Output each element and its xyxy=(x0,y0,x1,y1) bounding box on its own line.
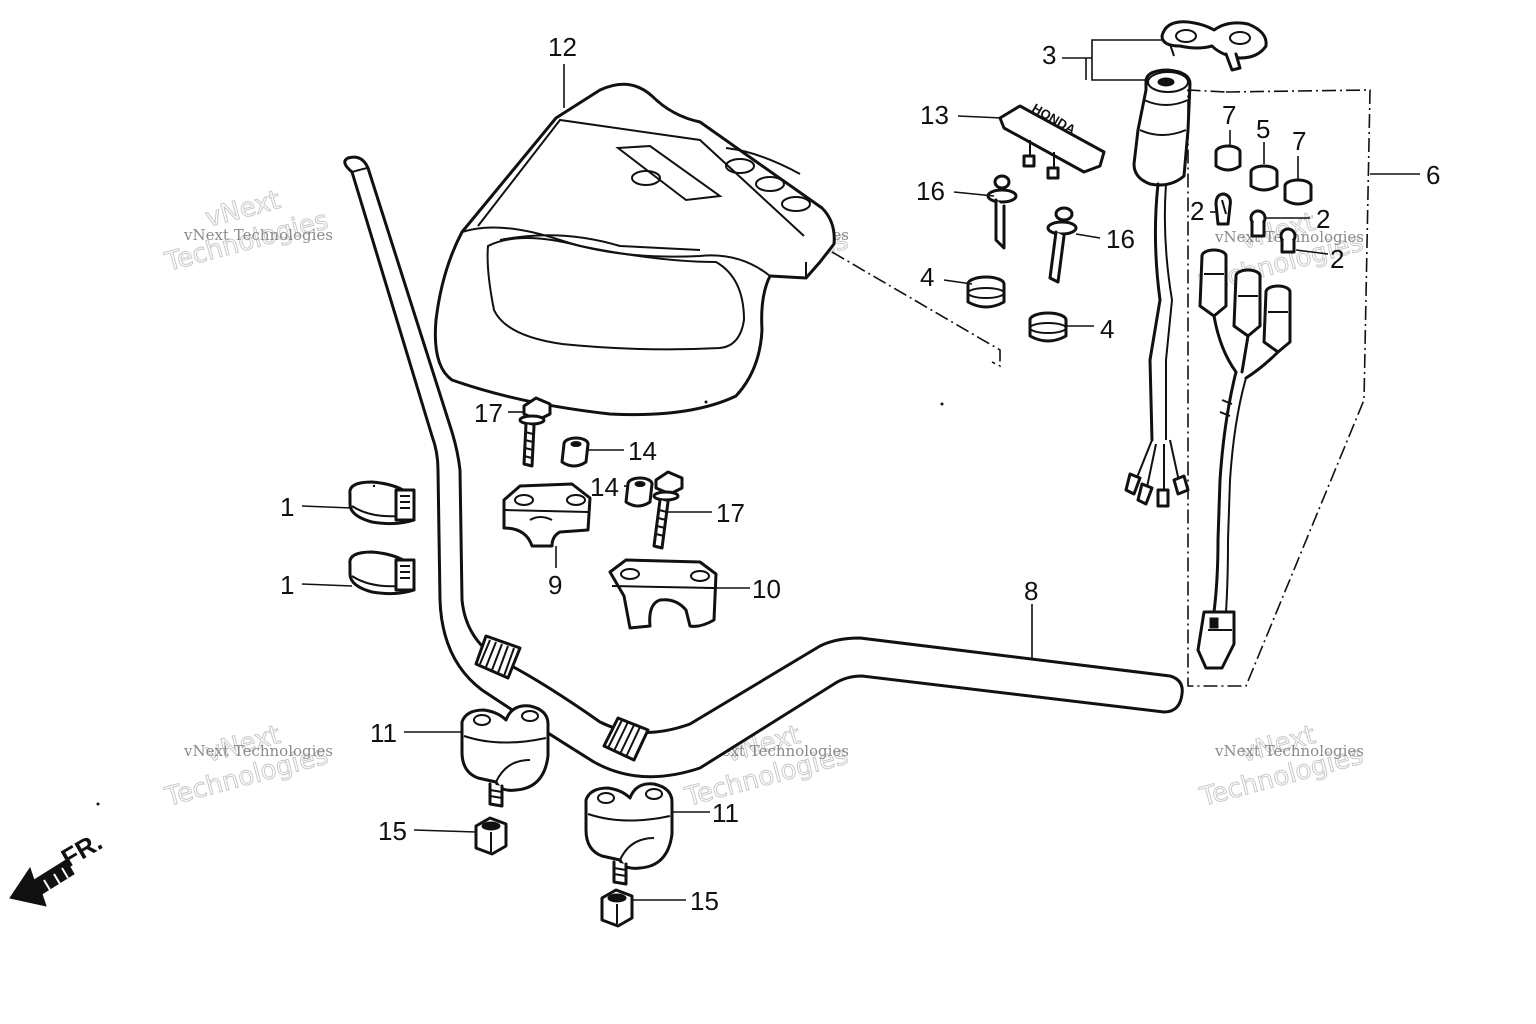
indicator-harness-part-6 xyxy=(1196,144,1313,670)
callout-13: 13 xyxy=(920,100,949,130)
handlebar-cover-part-12 xyxy=(433,82,836,417)
speck xyxy=(372,484,376,488)
callout-3: 3 xyxy=(1042,40,1056,70)
lower-holder-part-11-right xyxy=(584,782,674,886)
leader-lines xyxy=(301,64,1420,901)
callout-7-right: 7 xyxy=(1292,126,1306,156)
grommet-part-4-lower xyxy=(1028,311,1068,343)
arrow-left-down-icon: FR. xyxy=(9,826,107,907)
callout-15-right: 15 xyxy=(690,886,719,916)
collar-part-14-lower xyxy=(624,476,654,508)
callout-9: 9 xyxy=(548,570,562,600)
socket-right xyxy=(1262,284,1292,354)
clamp-part-1-lower xyxy=(348,550,416,596)
callout-2-a: 2 xyxy=(1190,196,1204,226)
emblem-part-13: HONDA xyxy=(998,100,1106,180)
key-set-part-3 xyxy=(1160,20,1268,72)
callout-10: 10 xyxy=(752,574,781,604)
bolt-part-17-lower xyxy=(652,470,684,550)
nut-part-15-right xyxy=(600,888,634,928)
lens-part-5 xyxy=(1249,164,1279,192)
bulb-part-2-c xyxy=(1279,227,1297,254)
screw-part-16-right xyxy=(1046,206,1078,284)
watermark-1-small: vNext Technologies xyxy=(183,226,333,244)
ignition-switch xyxy=(1124,68,1192,508)
callout-6: 6 xyxy=(1426,160,1440,190)
harness-group-outline xyxy=(1187,89,1371,687)
watermark-4: vNext Technologies xyxy=(161,720,332,814)
bolt-part-17-upper xyxy=(518,396,552,468)
callout-15-left: 15 xyxy=(378,816,407,846)
watermark-6-small: vNext Technologies xyxy=(1214,742,1364,760)
callout-4-lower: 4 xyxy=(1100,314,1114,344)
knurl-band-left xyxy=(474,634,522,680)
callout-1-upper: 1 xyxy=(280,492,294,522)
lens-part-7-right xyxy=(1283,178,1313,206)
callout-16-right: 16 xyxy=(1106,224,1135,254)
collar-part-14-upper xyxy=(560,436,590,468)
callout-11-right: 11 xyxy=(712,798,739,828)
speck xyxy=(940,402,944,406)
knurl-band-right xyxy=(602,716,650,762)
callout-16-left: 16 xyxy=(916,176,945,206)
bulb-part-2-a xyxy=(1214,192,1232,226)
speck xyxy=(704,400,708,404)
callout-8: 8 xyxy=(1024,576,1038,606)
callout-17-lower: 17 xyxy=(716,498,745,528)
callout-2-c: 2 xyxy=(1330,244,1344,274)
upper-holder-part-9 xyxy=(502,482,592,548)
callout-14-lower: 14 xyxy=(590,472,619,502)
callout-2-b: 2 xyxy=(1316,204,1330,234)
grommet-part-4-upper xyxy=(966,275,1006,309)
callout-4-upper: 4 xyxy=(920,262,934,292)
callout-14-upper: 14 xyxy=(628,436,657,466)
bulb-part-2-b xyxy=(1249,209,1267,238)
watermark-4-small: vNext Technologies xyxy=(183,742,333,760)
lower-holder-part-11-left xyxy=(460,704,550,808)
callout-17-upper: 17 xyxy=(474,398,503,428)
callout-labels: 12 3 13 16 16 4 4 7 5 7 2 2 2 6 8 1 1 17… xyxy=(280,32,1440,916)
leader-dash-cover xyxy=(831,251,1001,368)
socket-middle xyxy=(1232,268,1262,338)
socket-left xyxy=(1198,248,1228,318)
callout-7-left: 7 xyxy=(1222,100,1236,130)
lens-part-7-left xyxy=(1214,144,1242,172)
watermark-6: vNext Technologies xyxy=(1196,720,1367,814)
nut-part-15-left xyxy=(474,816,508,856)
callout-5: 5 xyxy=(1256,114,1270,144)
handlebar-part-8 xyxy=(343,155,1184,779)
callout-12: 12 xyxy=(548,32,577,62)
upper-holder-part-10 xyxy=(608,558,718,630)
clamp-part-1-upper xyxy=(348,480,416,526)
speck xyxy=(96,802,100,806)
leader-3 xyxy=(1062,39,1164,81)
callout-11-left: 11 xyxy=(370,718,397,748)
callout-1-lower: 1 xyxy=(280,570,294,600)
screw-part-16-left xyxy=(986,174,1018,250)
